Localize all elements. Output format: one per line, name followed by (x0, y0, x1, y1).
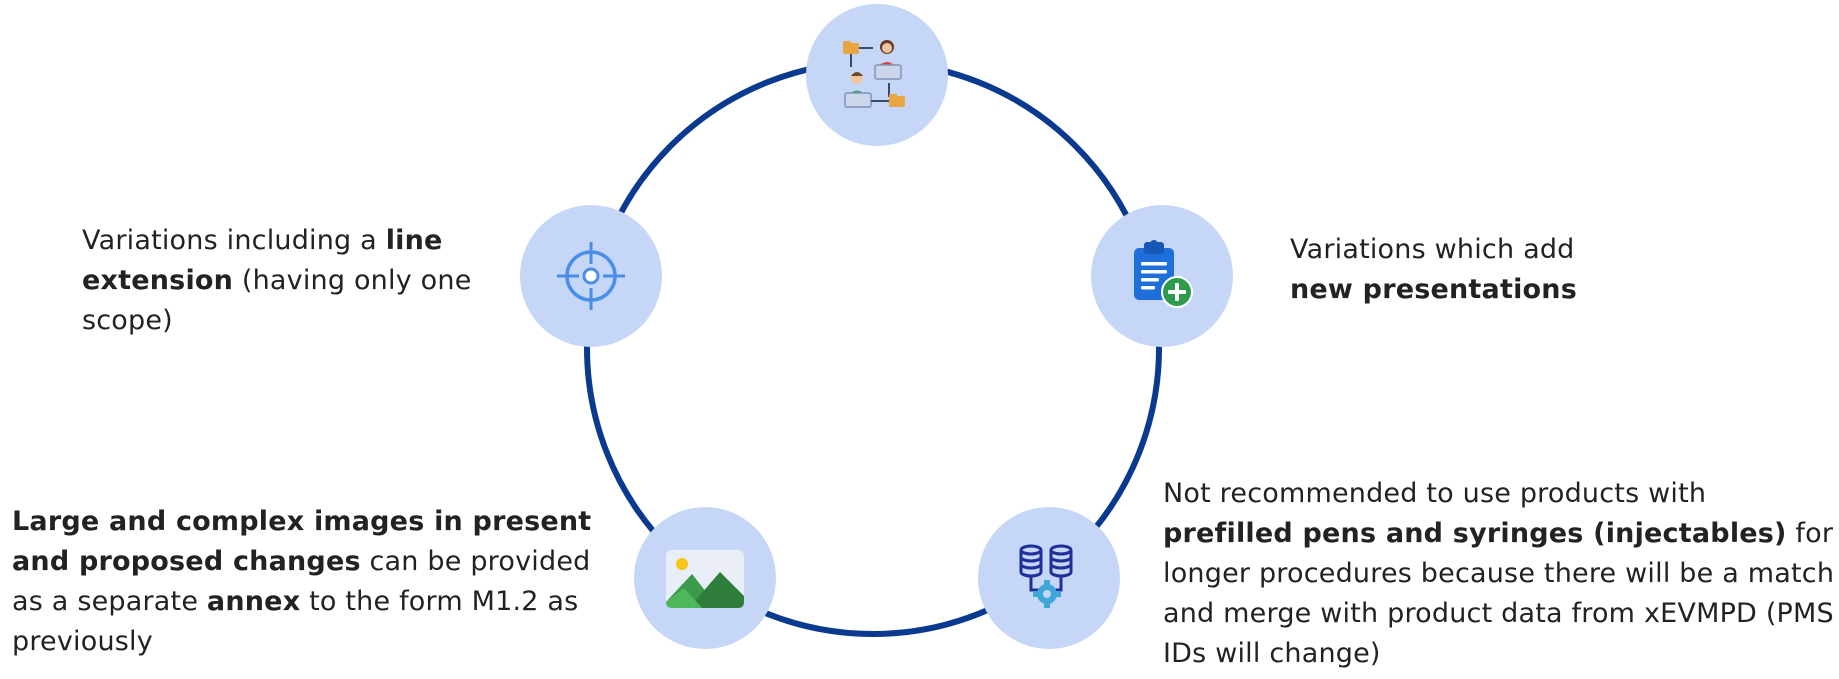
images-bold: Large and complex images in present and … (12, 506, 592, 577)
prefilled-text-2: for longer procedures because there will… (1163, 518, 1835, 669)
images-text-2: to the form M1.2 as previously (12, 586, 579, 657)
annex-bold: annex (206, 586, 301, 617)
collaboration-node (806, 4, 948, 146)
images-text-1: can be provided as a separate (12, 546, 591, 617)
image-node (634, 507, 776, 649)
line-extension-bold: line extension (82, 225, 443, 296)
new-presentations-caption: Variations which add new presentations (1290, 230, 1630, 310)
new-presentations-text: Variations which add (1290, 234, 1575, 265)
crosshair-target-icon (557, 242, 625, 310)
line-extension-text-2: (having only one scope) (82, 265, 472, 336)
line-extension-caption: Variations including a line extension (h… (82, 221, 482, 341)
add-document-node (1091, 205, 1233, 347)
database-node (978, 507, 1120, 649)
new-presentations-bold: new presentations (1290, 274, 1577, 305)
prefilled-caption: Not recommended to use products with pre… (1163, 474, 1839, 674)
prefilled-bold: prefilled pens and syringes (injectables… (1163, 518, 1787, 549)
images-annex-caption: Large and complex images in present and … (12, 502, 602, 662)
database-gear-icon (1019, 544, 1073, 608)
clipboard-plus-icon (1134, 240, 1193, 308)
target-node (520, 205, 662, 347)
landscape-image-icon (666, 550, 744, 608)
line-extension-text-1: Variations including a (82, 225, 386, 256)
prefilled-text-1: Not recommended to use products with (1163, 478, 1707, 509)
people-exchange-icon (843, 40, 905, 108)
